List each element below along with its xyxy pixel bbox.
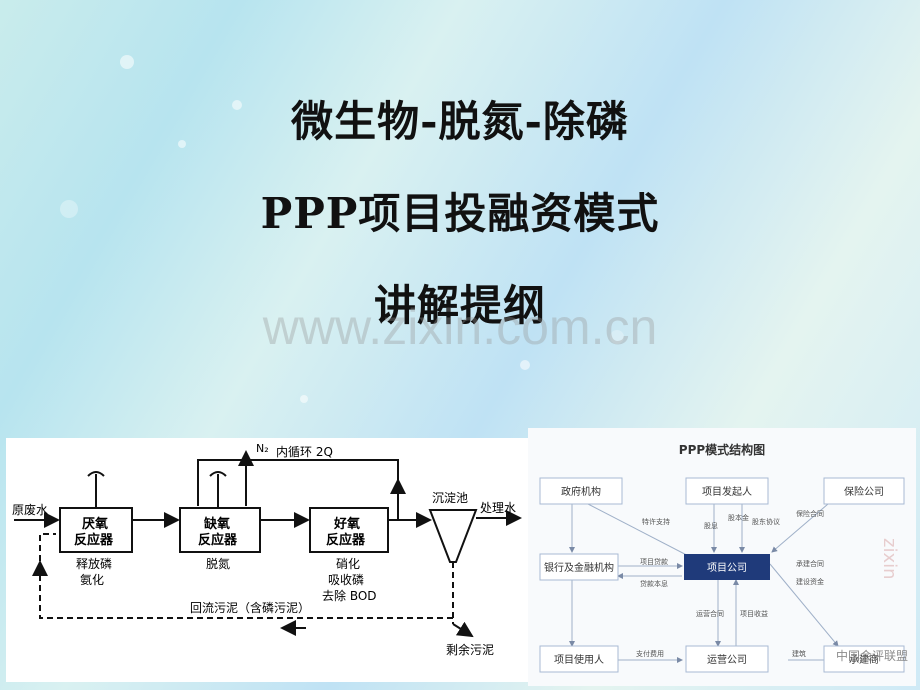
- aerobic-label-1: 好氧: [333, 516, 360, 532]
- bokeh-dot: [178, 140, 186, 148]
- process-diagram-panel: N₂ 内循环 2Q 原废水 处理水 沉淀池 厌氧 反应器 释放磷 氨化 缺氧 反…: [6, 438, 528, 682]
- anoxic-label-2: 反应器: [198, 532, 238, 548]
- node-sponsor-label: 项目发起人: [702, 485, 752, 498]
- edge-loan: 项目贷款: [640, 557, 668, 566]
- node-insurance: [823, 477, 905, 505]
- node-insurance-label: 保险公司: [844, 485, 884, 498]
- mixer-icon: [209, 471, 227, 477]
- node-gov-label: 政府机构: [561, 485, 601, 498]
- edge-revenue: 项目收益: [740, 609, 768, 618]
- process-diagram: N₂ 内循环 2Q 原废水 处理水 沉淀池 厌氧 反应器 释放磷 氨化 缺氧 反…: [12, 442, 522, 657]
- node-company: [684, 554, 770, 580]
- ppp-diagram-panel: PPP模式结构图 政府机构 项: [528, 428, 916, 686]
- bokeh-dot: [60, 200, 78, 218]
- node-bank-label: 银行及金融机构: [544, 561, 614, 574]
- node-operator-label: 运营公司: [707, 653, 747, 666]
- node-operator: [685, 645, 769, 673]
- anaerobic-label-2: 反应器: [74, 532, 114, 548]
- mixer-icon: [87, 471, 105, 477]
- internal-recycle-line: [197, 459, 399, 520]
- edge-dividend: 股息: [704, 521, 718, 530]
- edge-shareholder: 股东协议: [752, 517, 780, 526]
- node-user: [539, 645, 619, 673]
- recycle-label: 内循环 2Q: [276, 445, 333, 459]
- watermark: www.zixin.com.cn: [262, 299, 658, 355]
- aerobic-caption-3: 去除 BOD: [322, 588, 377, 603]
- clarifier: [428, 509, 478, 563]
- clarifier-label: 沉淀池: [432, 491, 468, 505]
- edge-ops-contract: 运营合同: [696, 609, 724, 618]
- side-watermark: zixin: [879, 538, 900, 580]
- bokeh-dot: [120, 55, 134, 69]
- bokeh-dot: [610, 330, 624, 344]
- return-sludge-label: 回流污泥（含磷污泥）: [190, 600, 310, 615]
- node-user-label: 项目使用人: [554, 653, 604, 666]
- edge-equity: 股本金: [728, 513, 749, 522]
- bokeh-dot: [232, 100, 242, 110]
- title-line-2: PPP项目投融资模式: [260, 189, 660, 238]
- edge-fee: 支付费用: [636, 649, 664, 658]
- n2-label: N₂: [256, 442, 269, 455]
- aerobic-label-2: 反应器: [326, 532, 366, 548]
- aerobic-caption-1: 硝化: [336, 557, 360, 571]
- ppp-title: PPP模式结构图: [679, 442, 765, 457]
- edge-franchise: 特许支持: [642, 517, 670, 526]
- edge-build: 建筑: [792, 649, 806, 658]
- excess-sludge-label: 剩余污泥: [446, 642, 494, 657]
- edge-construction-fund: 建设资金: [796, 577, 824, 586]
- node-sponsor: [685, 477, 769, 505]
- aerobic-caption-2: 吸收磷: [328, 572, 364, 587]
- bokeh-dot: [300, 395, 308, 403]
- inlet-label: 原废水: [12, 502, 48, 517]
- node-company-label: 项目公司: [707, 562, 747, 574]
- ppp-diagram: PPP模式结构图 政府机构 项: [539, 442, 905, 673]
- anaerobic-caption-1: 释放磷: [76, 556, 112, 571]
- anaerobic-label-1: 厌氧: [82, 516, 108, 532]
- node-contractor-label: 承建商: [849, 653, 879, 666]
- node-contractor: [823, 645, 905, 673]
- anoxic-label-1: 缺氧: [203, 516, 230, 532]
- edge-insurance-contract: 保险合同: [796, 509, 824, 518]
- aerobic-reactor: [309, 507, 389, 553]
- node-gov: [539, 477, 623, 505]
- anaerobic-caption-2: 氨化: [80, 573, 104, 587]
- node-bank: [539, 553, 619, 581]
- edge-repay: 贷款本息: [640, 579, 668, 588]
- title-line-1: 微生物-脱氮-除磷: [291, 97, 629, 146]
- source-badge: 中国会评联盟: [835, 649, 908, 663]
- bokeh-dot: [520, 360, 530, 370]
- anoxic-reactor: [179, 507, 261, 553]
- outlet-label: 处理水: [480, 501, 516, 515]
- title-line-3: 讲解提纲: [373, 281, 546, 330]
- edge-construction-contract: 承建合同: [796, 559, 824, 568]
- anoxic-caption: 脱氮: [206, 556, 230, 571]
